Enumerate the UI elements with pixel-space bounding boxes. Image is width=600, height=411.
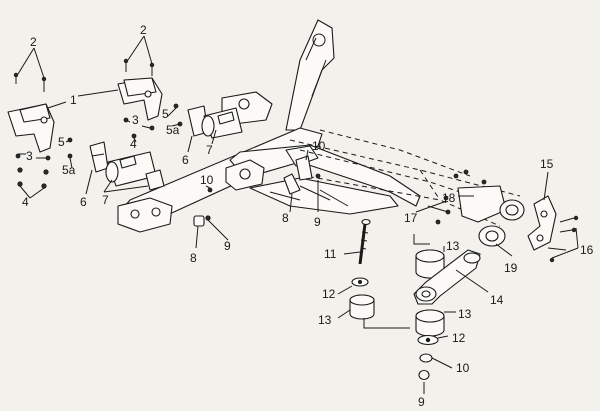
- end-bracket: [527, 195, 557, 251]
- frame-rear-beam: [229, 144, 421, 207]
- callout-5a-left: 5a: [62, 163, 76, 177]
- callout-6-left: 6: [80, 195, 87, 209]
- clamp-and-pipe-left: [89, 141, 165, 191]
- right-end-assembly: [435, 169, 579, 263]
- callout-8-mid: 8: [282, 211, 289, 225]
- shock-bolt-stack: [349, 218, 410, 329]
- clamp-and-pipe-right: [187, 105, 243, 139]
- upper-bolt-set: [13, 58, 155, 92]
- callout-3-left: 3: [26, 149, 33, 163]
- cap-nut: [418, 369, 430, 381]
- callout-14: 14: [490, 293, 504, 307]
- callout-2-right: 2: [140, 23, 147, 37]
- trailing-link-assembly: [413, 234, 481, 381]
- callout-4-right: 4: [130, 137, 137, 151]
- callout-7-right: 7: [206, 143, 213, 157]
- callout-1: 1: [70, 93, 77, 107]
- callout-9-lower: 9: [418, 395, 425, 409]
- callout-13-upper: 13: [318, 313, 332, 327]
- callout-12-lower: 12: [452, 331, 466, 345]
- callout-19: 19: [504, 261, 518, 275]
- spacer-parts: [193, 155, 313, 227]
- callout-4-left: 4: [22, 195, 29, 209]
- right-mounting-bracket: [117, 77, 163, 121]
- callout-18: 18: [442, 191, 456, 205]
- callout-12-upper: 12: [322, 287, 336, 301]
- callout-10-lower: 10: [456, 361, 470, 375]
- nut-lower: [419, 353, 433, 363]
- callout-9-mid: 9: [314, 215, 321, 229]
- callout-8-left: 8: [190, 251, 197, 265]
- callout-9-left: 9: [224, 239, 231, 253]
- left-mounting-bracket: [7, 103, 55, 153]
- callout-17: 17: [404, 211, 418, 225]
- callout-10-left: 10: [200, 173, 214, 187]
- subframe-assembly: [117, 19, 421, 233]
- callout-5-right: 5: [162, 107, 169, 121]
- callout-11: 11: [324, 247, 337, 261]
- callout-5-left: 5: [58, 135, 65, 149]
- callout-10-mid: 10: [312, 139, 326, 153]
- long-bolt: [358, 223, 367, 265]
- frame-left-end: [117, 197, 173, 233]
- callout-3-right: 3: [132, 113, 139, 127]
- callout-13-top: 13: [446, 239, 460, 253]
- callout-5a-right: 5a: [166, 123, 180, 137]
- callout-2-left: 2: [30, 35, 37, 49]
- frame-tower: [285, 19, 335, 131]
- leader-lines: [17, 35, 579, 394]
- callout-15: 15: [540, 157, 554, 171]
- callout-6-right: 6: [182, 153, 189, 167]
- tower-mount-hole: [312, 33, 326, 47]
- callout-16: 16: [580, 243, 594, 257]
- callout-13-bottom: 13: [458, 307, 472, 321]
- callout-7-left: 7: [102, 193, 109, 207]
- callout-labels: 2 2 1 3 4 5 5a 5 3 5a 4 6 7 6 7 10 8 9 1…: [22, 23, 594, 409]
